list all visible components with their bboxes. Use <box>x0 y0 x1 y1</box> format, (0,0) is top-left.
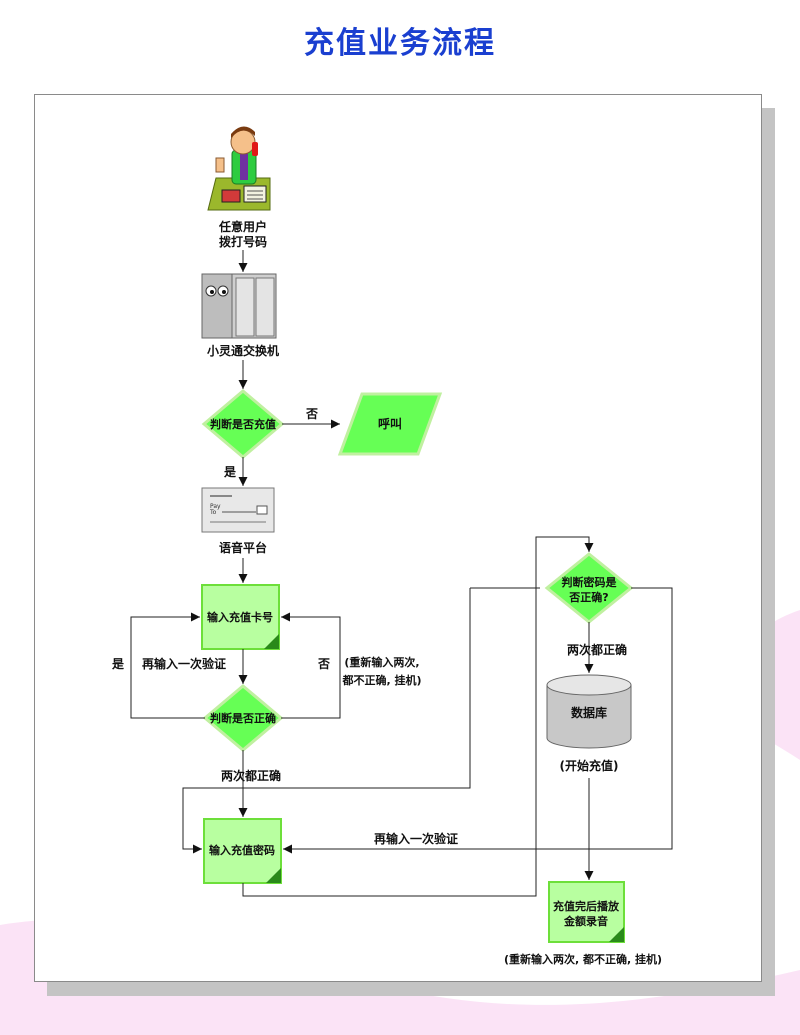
voice-platform-icon: Pay To <box>201 487 275 533</box>
edge-label-left-yes: 是 <box>111 657 125 671</box>
svg-text:To: To <box>209 509 217 516</box>
finish-label-1: 充值完后播放 <box>553 899 620 913</box>
decision-password-label-1: 判断密码是 <box>562 575 618 589</box>
edge-label-retry-right-2: 都不正确, 挂机) <box>341 673 421 687</box>
telephone-switch-icon <box>201 273 277 339</box>
edge-label-both-correct-1: 两次都正确 <box>221 768 281 783</box>
input-card-node <box>201 584 280 650</box>
svg-text:Pay: Pay <box>210 503 221 510</box>
decision-correct-label: 判断是否正确 <box>210 711 276 725</box>
page-title: 充值业务流程 <box>304 26 496 61</box>
edge-label-start-recharge: (开始充值) <box>560 758 619 773</box>
edge-label-retry-right-1: (重新输入两次, <box>344 655 419 669</box>
finish-label-2: 金额录音 <box>563 914 608 928</box>
database-node <box>546 674 632 749</box>
edge-label-right-no: 否 <box>317 657 330 671</box>
call-label: 呼叫 <box>378 416 402 431</box>
input-card-corner <box>264 634 279 649</box>
edge-label-retry-left: 再输入一次验证 <box>142 656 226 671</box>
finish-corner <box>609 927 624 942</box>
input-card-label: 输入充值卡号 <box>207 610 273 624</box>
edge-label-retry-bottom: 再输入一次验证 <box>374 831 458 846</box>
bottom-note: (重新输入两次, 都不正确, 挂机) <box>504 952 662 966</box>
input-password-label: 输入充值密码 <box>209 843 275 857</box>
switch-label: 小灵通交换机 <box>207 343 279 358</box>
call-node <box>337 392 443 456</box>
edge-label-yes: 是 <box>223 465 237 479</box>
voice-platform-label: 语音平台 <box>219 540 267 555</box>
diagram-frame <box>34 94 762 982</box>
user-phone-icon <box>207 126 271 211</box>
database-label: 数据库 <box>571 705 607 720</box>
user-label-line1: 任意用户 <box>218 219 267 234</box>
decision-recharge-label: 判断是否充值 <box>210 417 276 431</box>
edge-label-no: 否 <box>305 407 318 421</box>
input-password-corner <box>266 868 281 883</box>
finish-node <box>548 881 625 943</box>
user-label-line2: 拨打号码 <box>219 234 267 249</box>
edge-label-both-correct-2: 两次都正确 <box>567 642 627 657</box>
decision-password-label-2: 否正确? <box>568 590 608 604</box>
